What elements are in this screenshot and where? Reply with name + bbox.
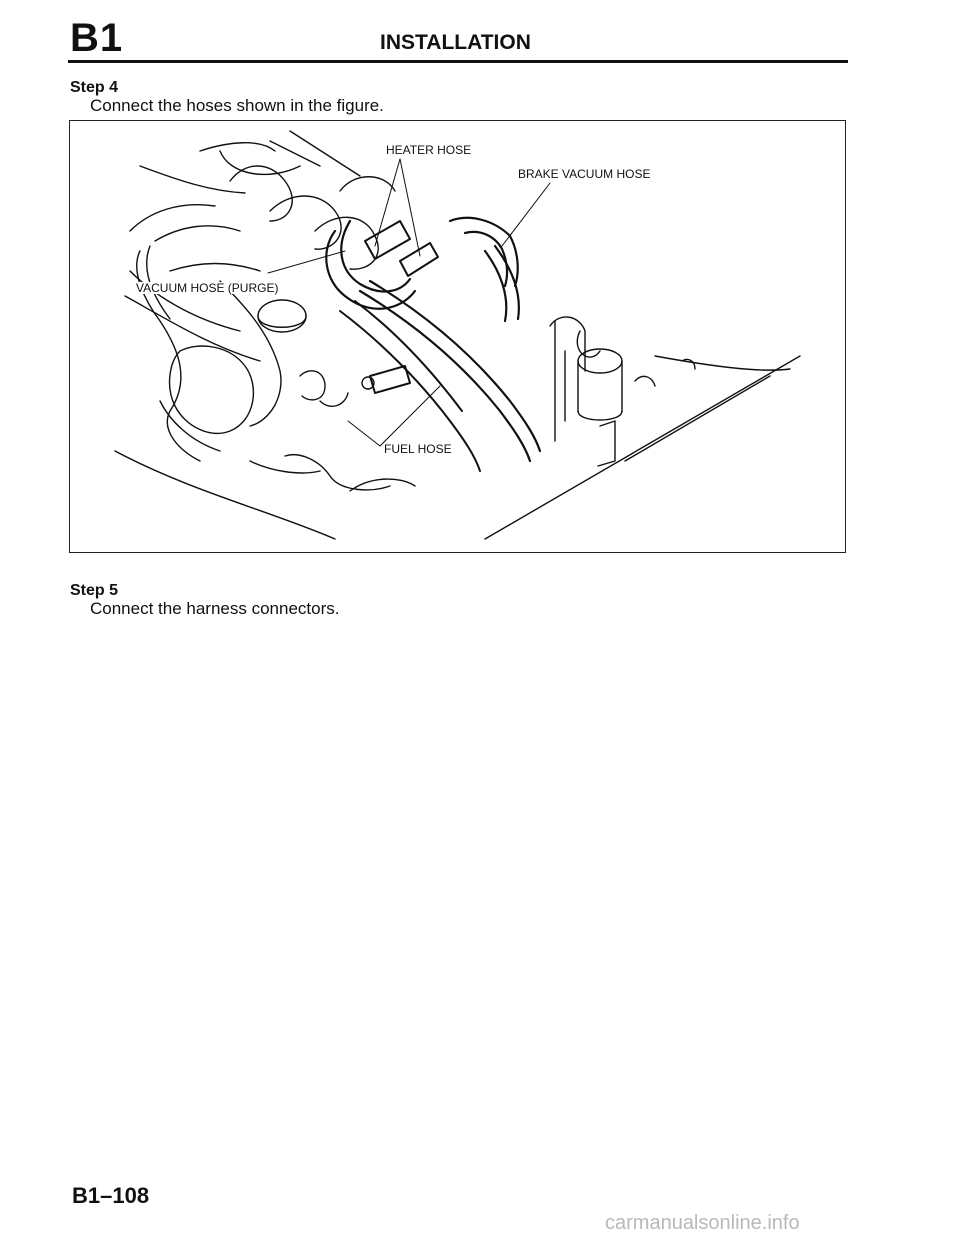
page-number: B1–108 — [72, 1183, 150, 1208]
callout-heater-hose: HEATER HOSE — [386, 143, 472, 157]
hose-connection-figure: HEATER HOSE BRAKE VACUUM HOSE VACUUM HOS… — [69, 120, 846, 553]
step-5-label: Step 5 — [70, 582, 119, 599]
header-divider — [68, 60, 848, 63]
step-4-text: Connect the hoses shown in the figure. — [90, 96, 384, 115]
page-title: INSTALLATION — [380, 31, 531, 54]
section-code: B1 — [70, 16, 124, 60]
callout-brake-vacuum-hose: BRAKE VACUUM HOSE — [518, 167, 651, 181]
step-5-text: Connect the harness connectors. — [90, 599, 340, 618]
engine-illustration — [114, 130, 801, 540]
callout-fuel-hose: FUEL HOSE — [384, 442, 452, 456]
step-4-label: Step 4 — [70, 79, 119, 96]
callout-vacuum-hose-purge: VACUUM HOSE (PURGE) — [136, 281, 279, 295]
site-watermark: carmanualsonline.info — [605, 1212, 800, 1234]
